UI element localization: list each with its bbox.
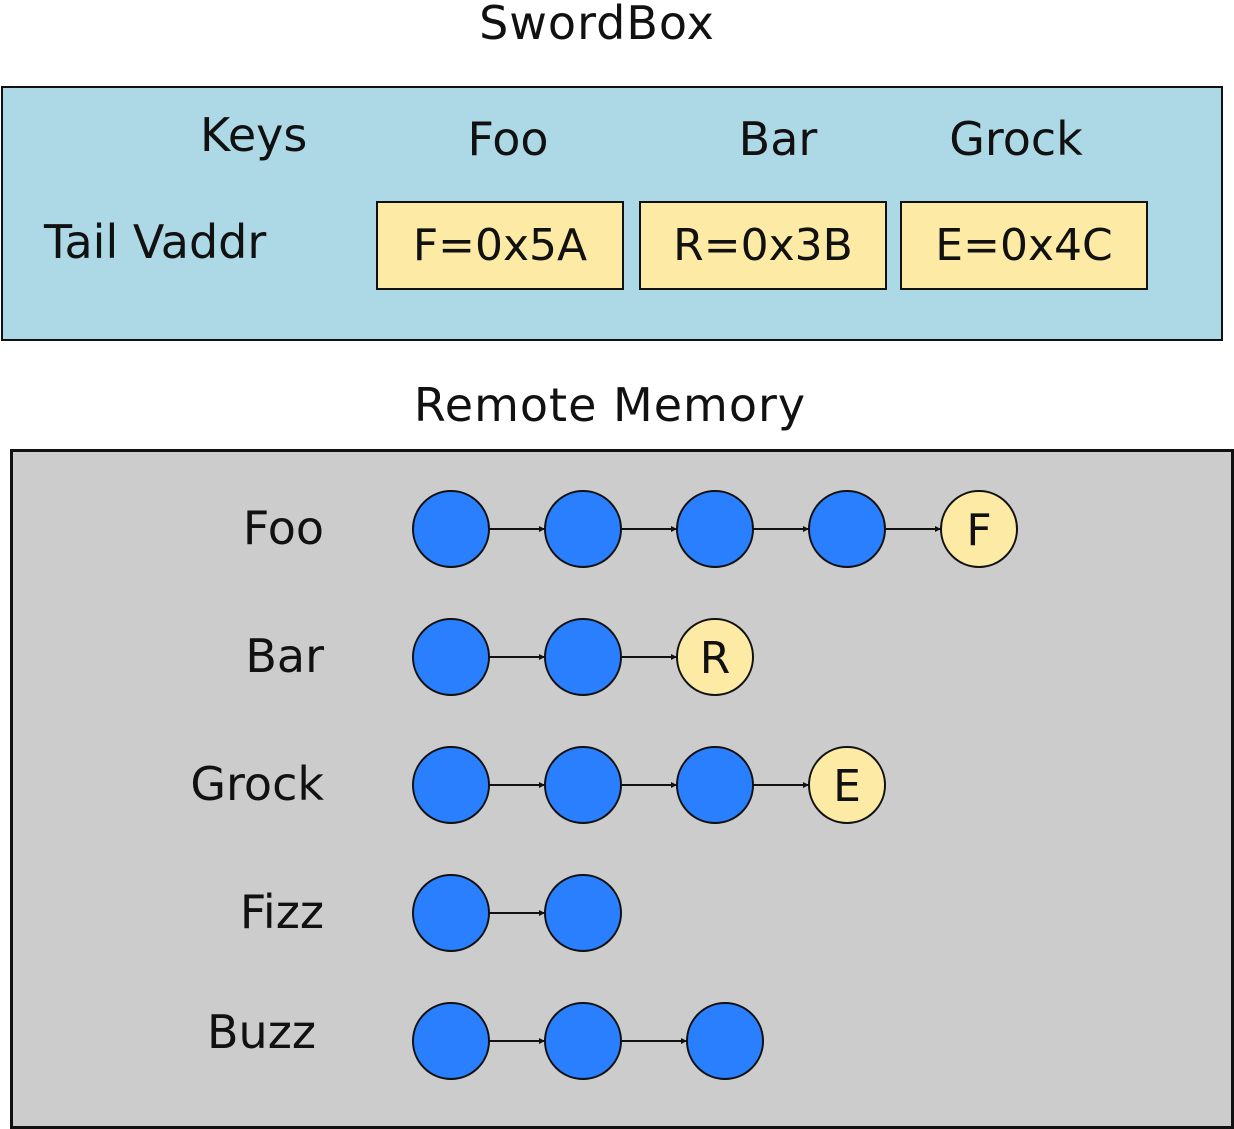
list-label-grock: Grock — [190, 757, 324, 811]
list-node-foo-2 — [544, 490, 622, 568]
tail-vaddr-bar: R=0x3B — [639, 201, 887, 290]
list-label-buzz: Buzz — [206, 1005, 316, 1059]
tail-node-letter-bar: R — [700, 633, 731, 684]
tail-vaddr-foo: F=0x5A — [376, 201, 624, 290]
remote-memory-title: Remote Memory — [413, 378, 807, 432]
list-node-bar-2 — [544, 618, 622, 696]
remote-memory-panel — [10, 449, 1234, 1129]
list-label-fizz: Fizz — [239, 885, 324, 939]
tail-node-grock — [808, 746, 886, 824]
list-label-foo: Foo — [242, 501, 324, 555]
list-node-buzz-3 — [686, 1002, 764, 1080]
list-node-fizz-2 — [544, 874, 622, 952]
list-node-foo-4 — [808, 490, 886, 568]
tail-node-foo — [940, 490, 1018, 568]
tail-vaddr-label: Tail Vaddr — [44, 215, 267, 269]
list-node-grock-2 — [544, 746, 622, 824]
swordbox-title: SwordBox — [479, 0, 715, 50]
list-node-buzz-2 — [544, 1002, 622, 1080]
tail-vaddr-grock: E=0x4C — [900, 201, 1148, 290]
list-node-grock-3 — [676, 746, 754, 824]
list-node-bar-1 — [412, 618, 490, 696]
list-node-grock-1 — [412, 746, 490, 824]
key-header-bar: Bar — [738, 112, 818, 166]
keys-label: Keys — [200, 108, 308, 162]
list-node-foo-3 — [676, 490, 754, 568]
key-header-grock: Grock — [949, 112, 1083, 166]
list-node-buzz-1 — [412, 1002, 490, 1080]
list-node-foo-1 — [412, 490, 490, 568]
key-header-foo: Foo — [467, 112, 549, 166]
list-node-fizz-1 — [412, 874, 490, 952]
tail-node-letter-grock: E — [833, 761, 861, 812]
list-label-bar: Bar — [245, 629, 324, 683]
tail-node-letter-foo: F — [966, 505, 991, 556]
tail-node-bar — [676, 618, 754, 696]
